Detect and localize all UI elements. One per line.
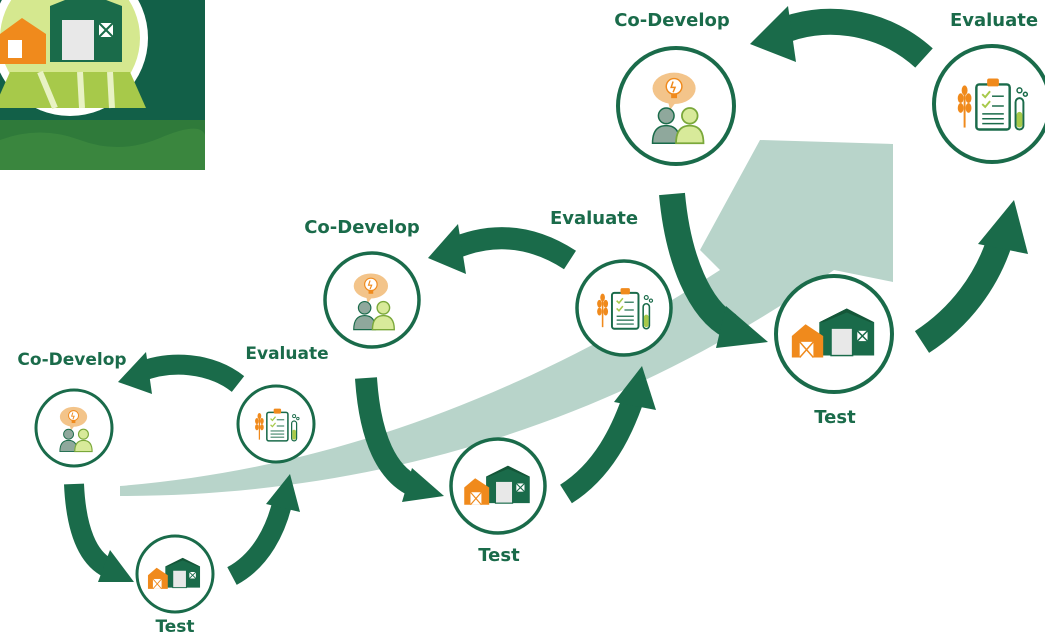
codevelop-label: Co-Develop [17, 350, 126, 370]
codevelop-node [323, 251, 421, 349]
codevelop-label: Co-Develop [304, 217, 420, 238]
farm-barn-logo-icon [0, 0, 122, 64]
evaluate-label: Evaluate [245, 344, 328, 364]
arrow-evaluate-to-codevelop [136, 354, 245, 393]
logo [0, 0, 205, 170]
cycle-3: Co-Develop Evaluate Test [614, 6, 1045, 428]
arrow-codevelop-to-test [659, 192, 737, 338]
arrow-test-to-evaluate [226, 501, 292, 585]
arrow-codevelop-to-test [355, 377, 420, 496]
arrow-test-to-evaluate [914, 241, 1011, 353]
cycle-1: Co-Develop Evaluate Test [17, 344, 328, 635]
codevelop-node [616, 46, 736, 166]
codevelop-node [34, 388, 114, 468]
test-label: Test [814, 407, 856, 428]
test-label: Test [478, 545, 520, 566]
evaluate-label: Evaluate [950, 10, 1038, 31]
cycle-2: Co-Develop Evaluate Test [304, 208, 673, 566]
arrow-codevelop-to-test [64, 483, 114, 577]
evaluate-label: Evaluate [550, 208, 638, 229]
codevelop-label: Co-Develop [614, 10, 730, 31]
test-label: Test [155, 617, 194, 635]
arrow-test-to-evaluate [559, 398, 643, 504]
arrow-evaluate-to-codevelop [445, 227, 576, 270]
arrow-evaluate-to-codevelop [774, 8, 933, 68]
